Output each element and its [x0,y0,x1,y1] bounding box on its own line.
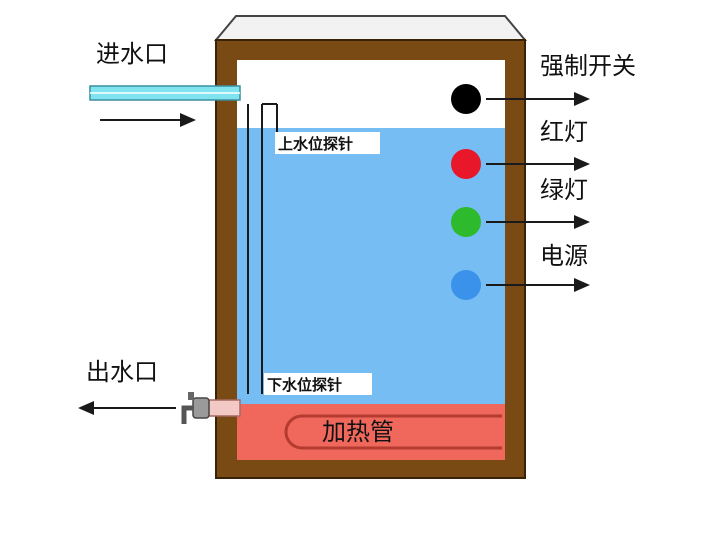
faucet-icon [181,392,210,424]
red-light [451,149,481,179]
upper-probe-label-bg [275,132,380,154]
force-switch-light [451,84,481,114]
heater-label: 加热管 [322,418,394,446]
lower-probe-label: 下水位探针 [267,376,342,394]
tank-lid [213,15,528,41]
force-switch-label: 强制开关 [540,52,636,80]
heater-zone [237,404,505,460]
outlet-pipe [205,399,241,417]
inlet-label: 进水口 [96,40,168,68]
power-light [451,270,481,300]
outlet-arrow [78,401,176,415]
power-label: 电源 [540,242,588,270]
force-switch-arrow [486,92,590,106]
green-light [451,207,481,237]
heater-tube [284,414,502,450]
outlet-label: 出水口 [86,358,158,386]
inlet-arrow [100,113,196,127]
green-light-label: 绿灯 [540,176,588,204]
red-light-label: 红灯 [540,118,588,146]
power-light-arrow [486,278,590,292]
upper-probe-label: 上水位探针 [278,135,353,153]
red-light-arrow [486,157,590,171]
green-light-arrow [486,215,590,229]
lower-probe-label-bg [264,373,372,395]
